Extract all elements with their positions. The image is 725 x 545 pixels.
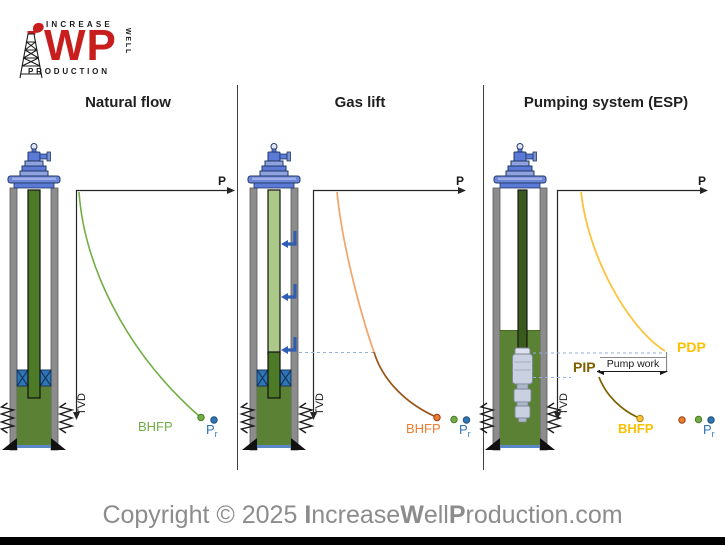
chart-axes [75,189,702,412]
esp-discharge-pressure-curve [580,191,666,352]
casing-shoe [242,438,257,450]
perforation-icon [299,402,313,434]
esp-pump-icon [512,347,533,423]
packer-icon [256,369,269,387]
natural-flow-well [0,143,73,451]
title-esp: Pumping system (ESP) [523,94,689,111]
perforation-icon [480,402,494,434]
bhfp-ref-green [450,415,458,424]
pump-work-label: Pump work [600,357,666,371]
tvd-axis-label: TVD [314,393,326,415]
pressure-point-markers [197,413,715,424]
casing-shoe [485,438,500,450]
pr-sub: r [467,429,471,439]
tvd-axis-label: TVD [76,393,88,415]
bhfp-point-gaslift [433,413,441,422]
bhfp-label-gaslift: BHFP [406,421,441,436]
title-gas-lift: Gas lift [334,94,386,111]
pr-point-esp [707,416,715,424]
depth-reference-lines [299,352,663,378]
logo-side-text: WELL [124,28,131,56]
tvd-axis-label: TVD [558,393,570,415]
axes-gas-lift [312,189,460,412]
logo-bottom-text: PRODUCTION [28,67,110,76]
bhfp-ref-green [694,415,703,424]
axes-esp [556,189,702,412]
casing-wall [50,187,59,451]
gas-lightened-tubing [267,189,281,355]
casing-wall [290,187,299,451]
derrick-icon [19,22,44,79]
pip-label: PIP [572,359,597,375]
copyright-text: Copyright © 2025 IncreaseWellProduction.… [0,501,725,530]
section-divider [483,85,484,470]
brand-initial: P [448,501,466,529]
axes-natural-flow [75,189,229,412]
logo-acronym: WP [44,21,117,70]
gas-lift-well [240,143,313,451]
casing-shoe [2,438,17,450]
pressure-axis-label: P [217,174,226,188]
brand-part: ncrease [311,501,401,529]
pr-main: P [459,422,468,437]
bhfp-ref-orange [678,416,686,424]
pdp-label: PDP [677,339,706,355]
pr-label-esp: Pr [703,422,715,439]
pr-main: P [206,422,215,437]
casing-shoe [540,438,555,450]
production-tubing [267,351,281,399]
esp-well [480,143,561,451]
pr-point-natural [210,416,218,424]
bottom-black-bar [0,537,725,545]
pr-sub: r [214,429,218,439]
pr-point-gaslift [462,416,471,424]
title-natural-flow: Natural flow [85,94,171,111]
section-divider [237,85,238,470]
packer-icon [39,369,52,387]
gas-lift-upper-pressure-curve [336,191,375,353]
bhfp-point-natural [197,413,205,422]
pressure-axis-label: P [697,174,706,188]
packer-icon [279,369,292,387]
christmas-tree-icon [247,143,301,189]
axis-arrowheads [73,187,708,420]
natural-flow-pressure-curve [78,191,200,417]
casing-shoe [51,438,66,450]
bhfp-label-esp: BHFP [618,421,654,436]
pr-label-natural: Pr [206,422,218,439]
production-tubing [27,189,41,399]
christmas-tree-icon [493,143,547,189]
brand-part: ell [423,501,449,529]
pr-main: P [703,422,712,437]
esp-intake-pressure-curve [598,376,638,418]
pr-sub: r [711,429,715,439]
logo: INCREASE WP WELL PRODUCTION [14,10,144,85]
casing-wall [539,187,548,451]
packer-icon [16,369,29,387]
brand-initial: I [304,501,312,529]
pressure-axis-label: P [455,174,464,188]
gas-lift-lower-pressure-curve [373,351,435,417]
casing-shoe [291,438,306,450]
brand-part: roduction.com [465,501,623,529]
perforation-icon [59,402,73,434]
brand-initial: W [400,501,424,529]
bhfp-point-esp [636,414,644,423]
casing-wall [492,187,501,451]
christmas-tree-icon [7,143,61,189]
copyright-prefix: Copyright © 2025 [102,501,305,529]
logo-top-text: INCREASE [46,20,113,29]
production-tubing [517,189,528,351]
pr-label-gaslift: Pr [459,422,471,439]
bhfp-label-natural: BHFP [138,419,173,434]
